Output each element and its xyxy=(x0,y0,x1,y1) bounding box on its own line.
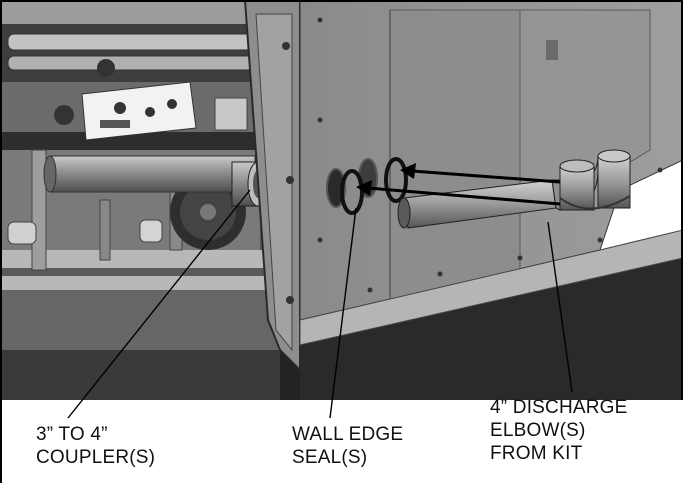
internal-vent-pipe xyxy=(43,155,256,193)
elbow-label: 4” DISCHARGE ELBOW(S) FROM KIT xyxy=(490,396,628,465)
coupler-label-line-2: COUPLER(S) xyxy=(36,447,156,468)
control-board xyxy=(81,81,197,141)
wall-seal-label-line-2: SEAL(S) xyxy=(292,447,368,468)
wall-seal-label: WALL EDGE SEAL(S) xyxy=(292,423,403,469)
elbow-label-line-3: FROM KIT xyxy=(490,443,583,464)
discharge-elbows xyxy=(397,149,631,229)
open-access-door xyxy=(243,0,301,373)
wall-seal-label-line-1: WALL EDGE xyxy=(292,424,404,445)
callout-leaders xyxy=(67,189,573,419)
insertion-arrows xyxy=(356,163,561,206)
label-band xyxy=(0,400,683,483)
elbow-label-line-1: 4” DISCHARGE xyxy=(490,397,628,418)
coupler-label-line-1: 3” TO 4” xyxy=(36,424,108,445)
coupler-label: 3” TO 4” COUPLER(S) xyxy=(36,423,155,469)
elbow-label-line-2: ELBOW(S) xyxy=(490,420,586,441)
